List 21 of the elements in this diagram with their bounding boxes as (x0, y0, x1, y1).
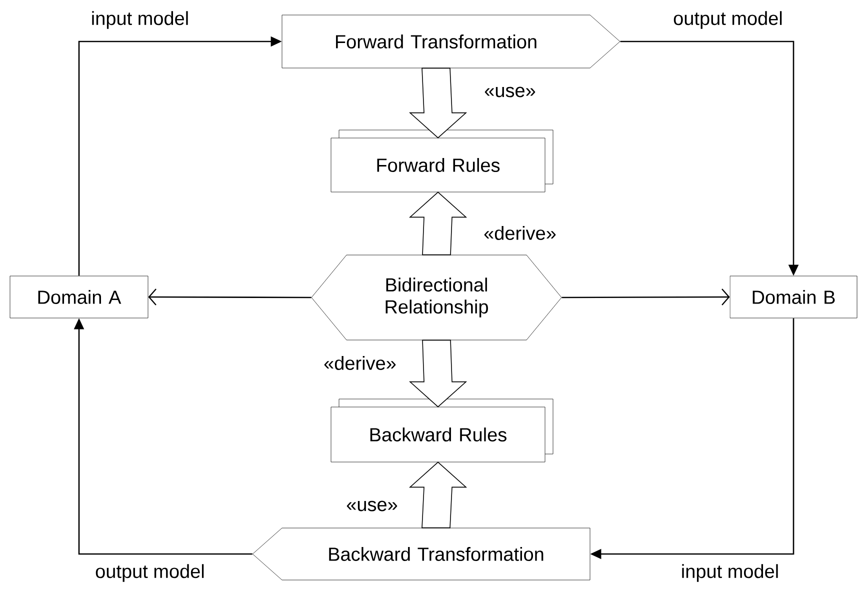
transformation-box: Backward Transformation (252, 528, 590, 580)
domain-box: Domain B (730, 276, 858, 318)
relationship-hexagon: Bidirectional Relationship (311, 254, 562, 340)
block-arrow (408, 340, 468, 408)
arrow (148, 288, 312, 306)
edge-label: output model (672, 10, 784, 30)
transformation-box: Forward Transformation (282, 14, 620, 68)
rules-box: Backward Rules (330, 398, 554, 462)
edge-label: «use» (345, 500, 399, 512)
edge-label: input model (680, 563, 780, 583)
block-arrow (408, 68, 468, 138)
edge-label: «derive» (482, 225, 558, 241)
edge-label: «use» (483, 86, 537, 98)
block-arrow (408, 192, 468, 256)
arrow (562, 288, 730, 306)
block-arrow (408, 462, 468, 528)
domain-box: Domain A (10, 276, 148, 318)
edge-label: «derive» (322, 355, 398, 371)
edge-label: output model (94, 563, 206, 583)
rules-box: Forward Rules (330, 130, 554, 192)
edge-label: input model (90, 10, 190, 30)
